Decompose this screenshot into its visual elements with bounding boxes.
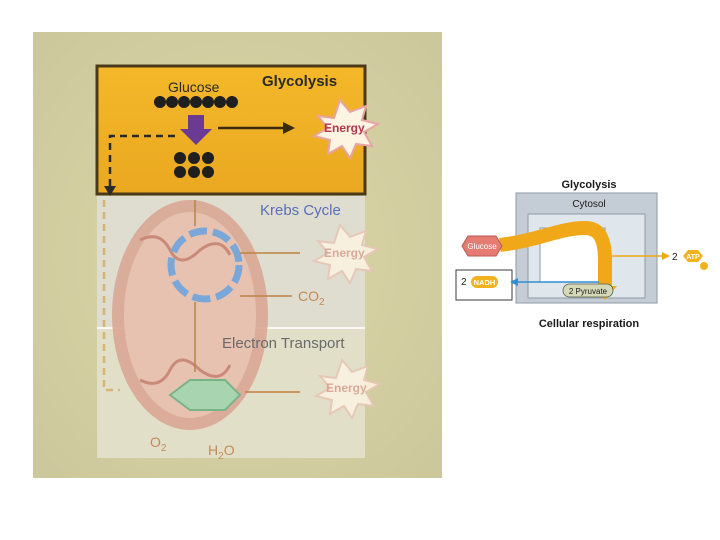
atp-count: 2 [672,252,678,263]
glucose-label: Glucose [467,242,497,251]
atp-badge: ATP [683,250,703,262]
nadh-count: 2 [461,277,467,288]
svg-text:ATP: ATP [686,254,700,261]
nadh-label: NADH [474,278,496,287]
diagram-title: Glycolysis [561,179,616,191]
pyruvate-label: 2 Pyruvate [569,287,608,296]
cellular-respiration-label: Cellular respiration [539,318,640,330]
cytosol-label: Cytosol [572,199,605,210]
